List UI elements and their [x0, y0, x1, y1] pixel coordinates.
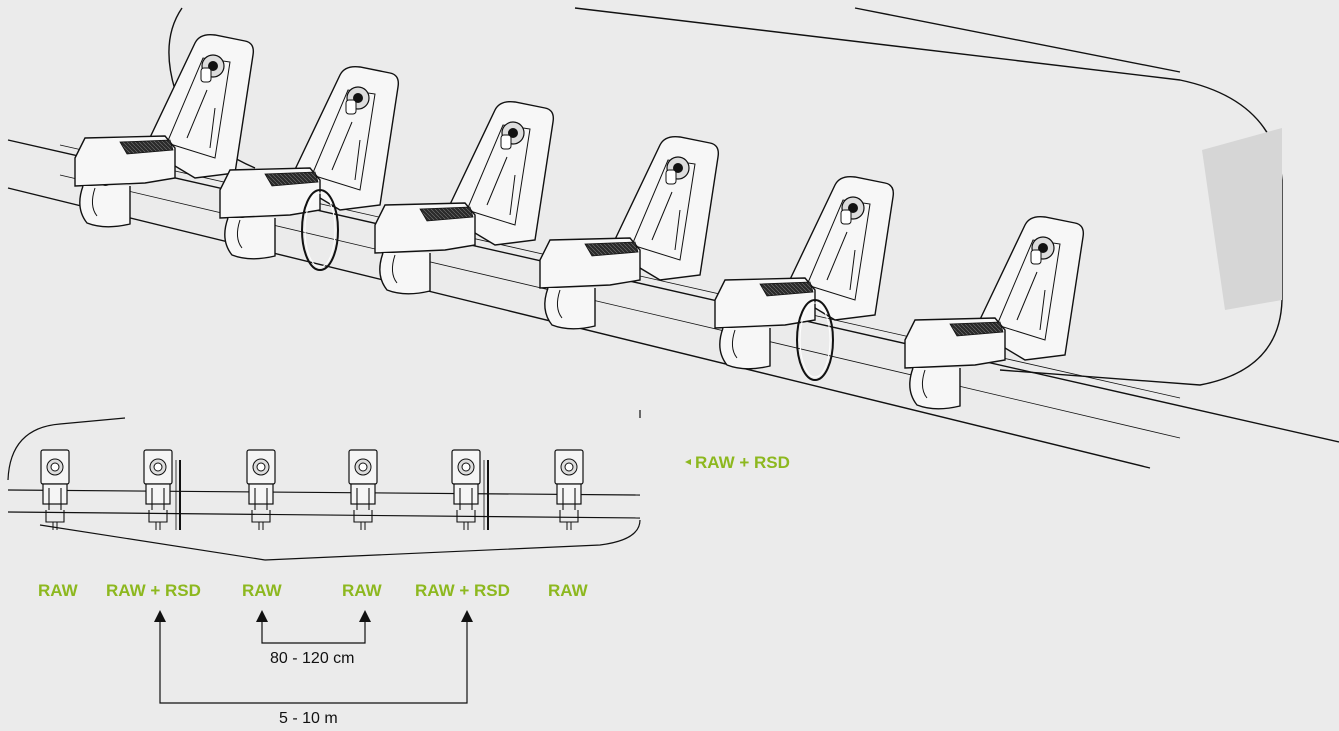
- clamp-6: [904, 215, 1085, 410]
- rail-clamps-overview: [40, 449, 584, 530]
- clamp-1: [74, 33, 255, 228]
- clamp-5: [714, 175, 895, 381]
- clamp-4: [539, 135, 720, 330]
- overview-clamp-5: [451, 449, 489, 530]
- overview-clamp-4: [348, 449, 378, 530]
- short-spacing-label: 80 - 120 cm: [270, 650, 355, 667]
- dimension-arrowheads: [154, 610, 473, 622]
- row-label-1: RAW: [38, 581, 78, 600]
- row-label-6: RAW: [548, 581, 588, 600]
- dimension-lines: [159, 620, 468, 704]
- row-label-5: RAW + RSD: [415, 581, 510, 600]
- callout-marker: [685, 459, 691, 465]
- callout-label: RAW + RSD: [695, 453, 790, 472]
- overview-roof-outline: [7, 410, 641, 561]
- clamp-3: [374, 100, 555, 295]
- row-label-4: RAW: [342, 581, 382, 600]
- overview-clamp-1: [40, 449, 70, 530]
- row-label-2: RAW + RSD: [106, 581, 201, 600]
- clamp-2: [219, 65, 400, 271]
- overview-clamp-2: [143, 449, 181, 530]
- overview-clamp-6: [554, 449, 584, 530]
- overview-clamp-3: [246, 449, 276, 530]
- roof-outline: [168, 7, 1283, 386]
- long-spacing-label: 5 - 10 m: [279, 710, 338, 727]
- row-label-3: RAW: [242, 581, 282, 600]
- rail-clamps-perspective: [74, 33, 1085, 410]
